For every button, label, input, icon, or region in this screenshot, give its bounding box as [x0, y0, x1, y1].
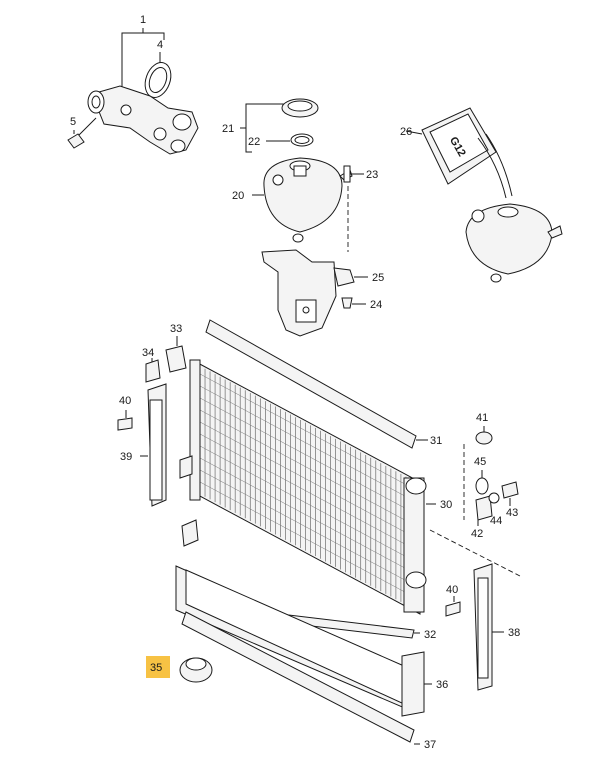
- callout-4[interactable]: 4: [157, 39, 163, 51]
- callout-5[interactable]: 5: [70, 116, 76, 128]
- callout-41[interactable]: 41: [476, 412, 488, 424]
- callout-labels: 1 4 5 21 22 20 23 25 24 26 33 34 40 39 3…: [70, 14, 520, 751]
- expansion-tank-assembly: [240, 98, 368, 337]
- callout-40[interactable]: 40: [119, 395, 131, 407]
- callout-37[interactable]: 37: [424, 739, 436, 751]
- callout-40-right[interactable]: 40: [446, 584, 458, 596]
- callout-39[interactable]: 39: [120, 451, 132, 463]
- highlighted-callout-35[interactable]: [146, 656, 170, 678]
- right-bracket-parts: [445, 563, 504, 691]
- radiator: [179, 319, 436, 639]
- callout-35[interactable]: 35: [150, 662, 162, 674]
- callout-34[interactable]: 34: [142, 347, 154, 359]
- callout-44[interactable]: 44: [490, 515, 502, 527]
- callout-43[interactable]: 43: [506, 507, 518, 519]
- right-fittings: [429, 426, 521, 577]
- callout-24[interactable]: 24: [370, 299, 382, 311]
- coolant-bottle-g12: G12: [405, 107, 563, 283]
- callout-26[interactable]: 26: [400, 126, 412, 138]
- callout-20[interactable]: 20: [232, 190, 244, 202]
- rubber-mount: [146, 656, 213, 683]
- callout-30[interactable]: 30: [440, 499, 452, 511]
- callout-32[interactable]: 32: [424, 629, 436, 641]
- callout-23[interactable]: 23: [366, 169, 378, 181]
- callout-25[interactable]: 25: [372, 272, 384, 284]
- callout-38[interactable]: 38: [508, 627, 520, 639]
- callout-31[interactable]: 31: [430, 435, 442, 447]
- callout-36[interactable]: 36: [436, 679, 448, 691]
- charge-air-cooler: [175, 519, 432, 745]
- coolant-flange-assembly: [67, 28, 199, 155]
- callout-22[interactable]: 22: [248, 136, 260, 148]
- callout-21[interactable]: 21: [222, 123, 234, 135]
- callout-42[interactable]: 42: [471, 528, 483, 540]
- left-bracket-parts: [117, 336, 187, 507]
- callout-1[interactable]: 1: [140, 14, 146, 26]
- callout-33[interactable]: 33: [170, 323, 182, 335]
- callout-45[interactable]: 45: [474, 456, 486, 468]
